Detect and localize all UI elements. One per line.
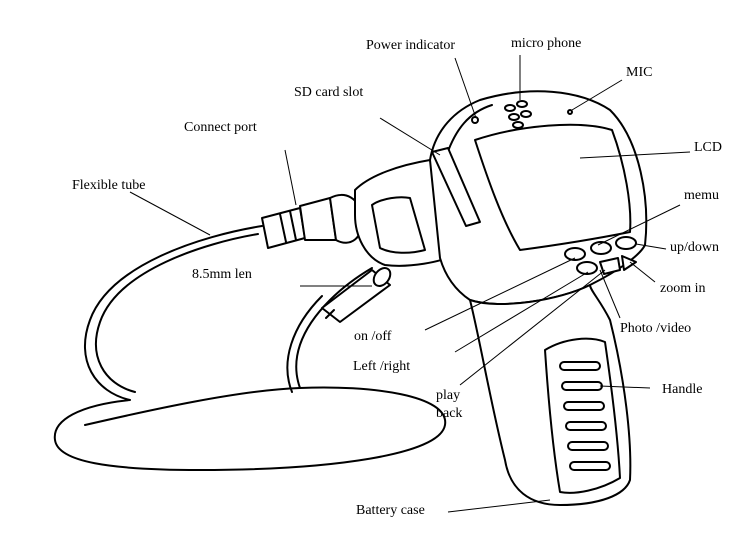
label-back: back [436, 406, 463, 421]
label-play: play [436, 388, 461, 403]
microphone-holes [504, 100, 532, 129]
label-photo-video: Photo /video [620, 321, 692, 336]
label-flexible-tube: Flexible tube [72, 178, 146, 193]
label-lens: 8.5mm len [192, 267, 252, 282]
leader-lines [129, 55, 691, 513]
connector [261, 193, 364, 249]
probe-tip [321, 267, 392, 323]
label-mic: MIC [626, 65, 653, 80]
label-connect-port: Connect port [184, 120, 257, 135]
label-zoom-in: zoom in [660, 281, 706, 296]
label-handle: Handle [662, 382, 703, 397]
label-lcd: LCD [694, 140, 722, 155]
label-power-indicator: Power indicator [366, 38, 456, 53]
label-sd-card-slot: SD card slot [294, 85, 364, 100]
control-buttons [564, 236, 637, 275]
label-on-off: on /off [354, 329, 392, 344]
label-memu: memu [684, 188, 719, 203]
label-battery-case: Battery case [356, 503, 425, 518]
label-up-down: up/down [670, 240, 719, 255]
label-micro-phone: micro phone [511, 36, 582, 51]
label-left-right: Left /right [353, 359, 411, 374]
device-body [354, 90, 648, 506]
